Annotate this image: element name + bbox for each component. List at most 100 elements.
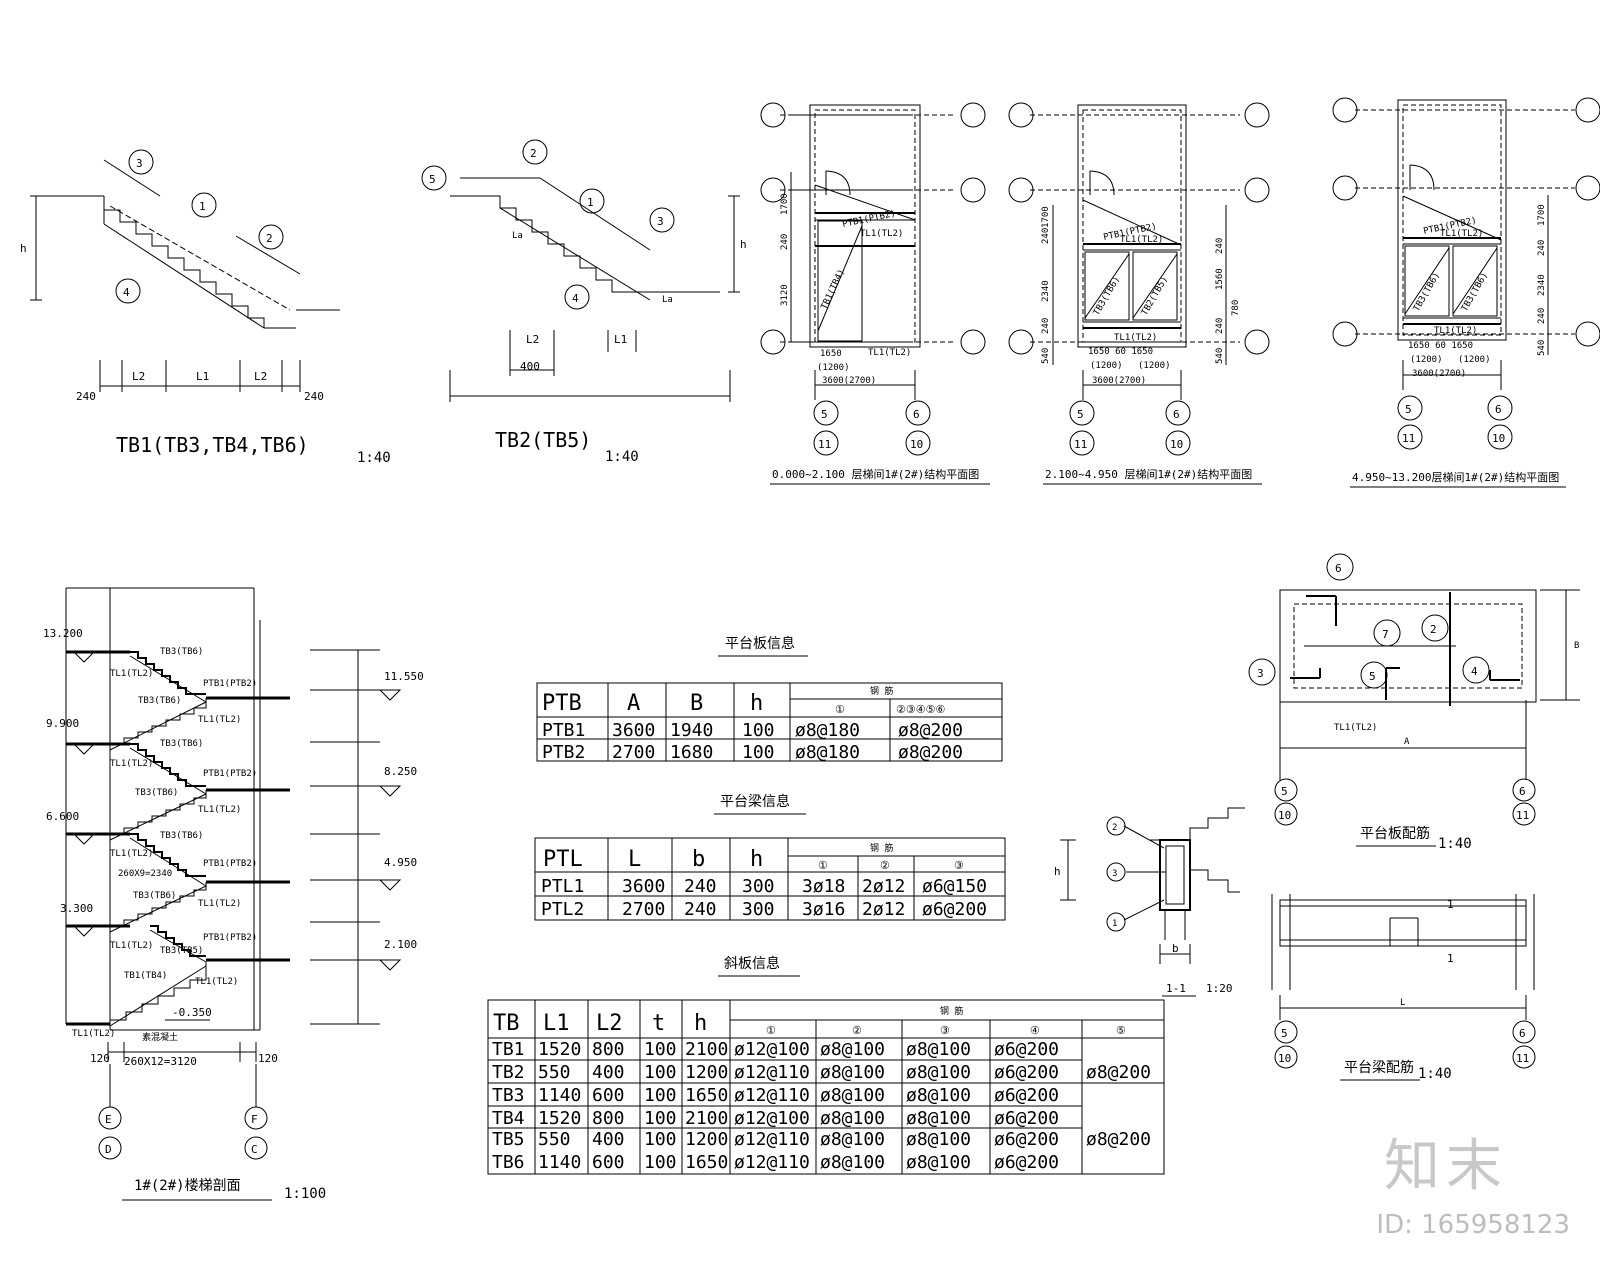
ptb-r1-rebar1: ø8@180 <box>795 720 860 741</box>
section-rlevel-11550: 11.550 <box>384 670 424 683</box>
section-label-1: TB3(TB6) <box>160 647 203 657</box>
tb-r4-c6: ø12@100 <box>734 1108 810 1129</box>
slab-axis-11: 11 <box>1516 809 1529 822</box>
tb-rebar-4: ④ <box>1030 1024 1040 1037</box>
tb-header-t: t <box>652 1011 665 1036</box>
plan2-dim-1200b: (1200) <box>1138 361 1171 371</box>
plan3-right-1700: 1700 <box>1537 204 1547 226</box>
section-label-11: TL1(TL2) <box>110 849 153 859</box>
tb-r3-c4: 100 <box>644 1085 677 1106</box>
tb-r5-c8: ø8@100 <box>906 1129 971 1150</box>
tb-r6-c8: ø8@100 <box>906 1152 971 1173</box>
ptb-rebar-1: ① <box>835 703 845 716</box>
plan2-left-240b: 240 <box>1041 318 1051 334</box>
section-level-3300: 3.300 <box>60 902 93 915</box>
beam-section-detail: 2 3 1 h b 1-1 1:20 <box>1054 807 1245 997</box>
section-label-4: TB3(TB6) <box>138 696 181 706</box>
section-axis-d: D <box>105 1143 112 1156</box>
tb1-mark-4: 4 <box>123 286 130 299</box>
section-title: 1#(2#)楼梯剖面 <box>134 1178 241 1194</box>
slab-a-label: A <box>1404 737 1410 747</box>
plan3-right-540: 540 <box>1537 340 1547 356</box>
tb2-detail: 5 2 1 3 4 h La La L2 L1 400 TB2(TB5) 1:4… <box>421 139 747 465</box>
plan3-axis-5: 5 <box>1405 403 1412 416</box>
tb1-h-label: h <box>20 242 27 255</box>
plan1-axis-10: 10 <box>910 438 923 451</box>
plan1-label-tl-top: TL1(TL2) <box>860 229 903 239</box>
section-label-22: TL1(TL2) <box>72 1029 115 1039</box>
tb-r5-c6: ø12@110 <box>734 1129 810 1150</box>
plan2-axis-11: 11 <box>1074 438 1087 451</box>
tb-r3-c2: 1140 <box>538 1085 581 1106</box>
tb-r1-c6: ø12@100 <box>734 1039 810 1060</box>
tb1-title: TB1(TB3,TB4,TB6) <box>116 433 309 457</box>
ptl-rebar-2: ② <box>880 859 890 872</box>
tb-r6-c1: TB6 <box>492 1152 525 1173</box>
tb-r1-c5: 2100 <box>685 1039 728 1060</box>
section-label-9: TB3(TB6) <box>135 788 178 798</box>
plan-1: PTB1(PTB2) TL1(TL2) TB1(TB4) TL1(TL2) 17… <box>760 102 990 485</box>
section-label-16: TL1(TL2) <box>198 899 241 909</box>
plan2-caption: 2.100~4.950 层梯间1#(2#)结构平面图 <box>1045 467 1252 481</box>
plan2-left-240a: 240 <box>1041 228 1051 244</box>
slab-axis-10: 10 <box>1278 809 1291 822</box>
tb1-detail: 3 1 2 4 h 240 L2 L1 L2 240 TB1(TB3,TB4,T… <box>20 149 391 466</box>
tb2-la-top: La <box>512 231 523 241</box>
plan1-dim-3600: 3600(2700) <box>822 376 876 386</box>
section-label-2: TL1(TL2) <box>110 669 153 679</box>
plan2-label-tb-left: TB3(TB6) <box>1092 275 1122 318</box>
tb2-mark-3: 3 <box>657 215 664 228</box>
ptl-header-l: L <box>628 847 641 872</box>
slab-rebar-plan: 6 7 2 3 5 4 TL1(TL2) A B 5 10 6 11 平台板配筋… <box>1248 553 1580 852</box>
beam-mark-3: 3 <box>1112 869 1117 879</box>
tb-r4-c3: 800 <box>592 1108 625 1129</box>
ptl-table: 平台梁信息 PTL L b h 钢 筋 ① ② ③ PTL1 3600 240 … <box>534 793 1006 921</box>
section-scale: 1:100 <box>284 1186 326 1202</box>
tb-rebar-5: ⑤ <box>1116 1024 1126 1037</box>
beam-rebar-title: 平台梁配筋 <box>1344 1059 1414 1076</box>
section-label-5: TL1(TL2) <box>198 715 241 725</box>
plan2-right-240b: 240 <box>1215 318 1225 334</box>
section-label-3: PTB1(PTB2) <box>203 679 257 689</box>
ptb-table: 平台板信息 PTB A B h 钢 筋 ① ②③④⑤⑥ PTB1 3600 19… <box>536 635 1003 763</box>
plan1-axis-5: 5 <box>821 408 828 421</box>
plan-3: PTB1(PTB2) TL1(TL2) TB3(TB6) TB3(TB6) TL… <box>1332 97 1600 488</box>
tb-r4-c7: ø8@100 <box>820 1108 885 1129</box>
tb-r5-c9: ø6@200 <box>994 1129 1059 1150</box>
tb2-dim-l2: L2 <box>526 333 539 346</box>
ptb-r1-a: 3600 <box>612 720 655 741</box>
section-dim-120-right: 120 <box>258 1052 278 1065</box>
ptl-r1-name: PTL1 <box>541 876 584 897</box>
slab-b-label: B <box>1574 641 1579 651</box>
tb-rebar-label: 钢 筋 <box>940 1005 963 1017</box>
tb2-title: TB2(TB5) <box>495 428 591 452</box>
beam-rebar-elevation: 1 1 L 5 10 6 11 平台梁配筋 1:40 <box>1271 894 1536 1082</box>
tb-r5-c7: ø8@100 <box>820 1129 885 1150</box>
ptl-header-ptl: PTL <box>543 847 583 872</box>
tb-r3-c8: ø8@100 <box>906 1085 971 1106</box>
tb-header-tb: TB <box>493 1011 520 1036</box>
ptl-rebar-3: ③ <box>954 859 964 872</box>
tb-r2-c9: ø6@200 <box>994 1062 1059 1083</box>
ptb-r2-h: 100 <box>742 742 775 763</box>
slab-title: 平台板配筋 <box>1360 825 1430 842</box>
ptb-r2-name: PTB2 <box>542 742 585 763</box>
plan1-dim-1650: 1650 <box>820 349 842 359</box>
section-axis-f: F <box>251 1113 258 1126</box>
tb2-dim-400: 400 <box>520 360 540 373</box>
section-label-19: PTB1(PTB2) <box>203 933 257 943</box>
tb-r6-c6: ø12@110 <box>734 1152 810 1173</box>
beam-rebar-mark-bottom: 1 <box>1447 952 1454 965</box>
plan2-left-540: 540 <box>1041 348 1051 364</box>
plan3-right-240a: 240 <box>1537 240 1547 256</box>
tb-r2-c8: ø8@100 <box>906 1062 971 1083</box>
tb2-scale: 1:40 <box>605 449 639 465</box>
section-level-9900: 9.900 <box>46 717 79 730</box>
ptl-r2-l: 2700 <box>622 899 665 920</box>
ptl-r1-rebar2: 2ø12 <box>862 876 905 897</box>
plan1-dim-240: 240 <box>780 234 790 250</box>
tb-r5-c1: TB5 <box>492 1129 525 1150</box>
plan3-dim-1200b: (1200) <box>1458 355 1491 365</box>
stair-section: 13.200 9.900 6.600 3.300 11.550 8.250 4.… <box>43 587 424 1202</box>
